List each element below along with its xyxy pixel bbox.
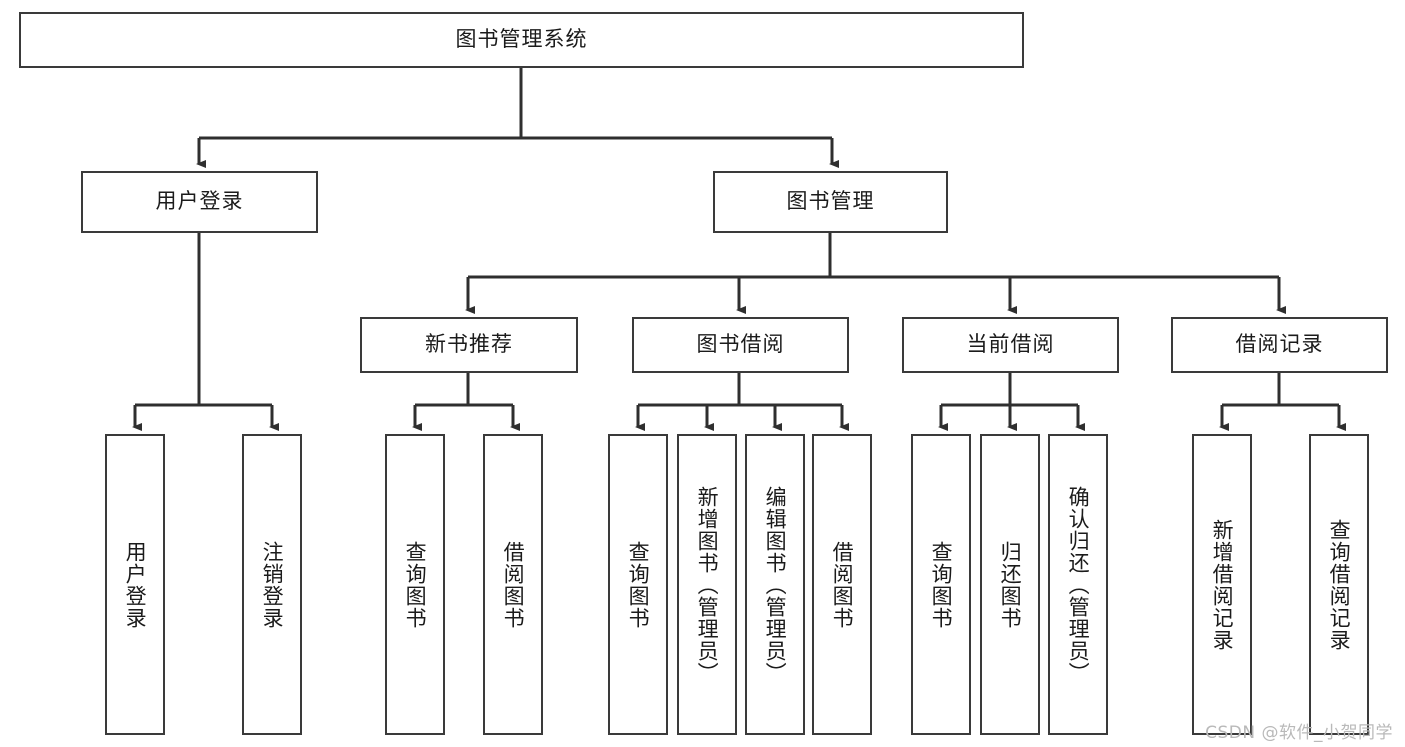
node-borrow-record[interactable]: 借阅记录: [1171, 317, 1388, 373]
node-new-book-recommend[interactable]: 新书推荐: [360, 317, 578, 373]
leaf-confirm-return[interactable]: 确认归还（管理员）: [1048, 434, 1108, 735]
leaf-user-login[interactable]: 用户登录: [105, 434, 165, 735]
node-root-label: 图书管理系统: [455, 27, 588, 52]
leaf-query-book-3[interactable]: 查询图书: [911, 434, 971, 735]
leaf-add-book[interactable]: 新增图书（管理员）: [677, 434, 737, 735]
node-book-borrow-label: 图书借阅: [696, 332, 785, 357]
leaf-borrow-book-1[interactable]: 借阅图书: [483, 434, 543, 735]
leaf-add-record-label: 新增借阅记录: [1210, 518, 1235, 651]
node-book-borrow[interactable]: 图书借阅: [632, 317, 849, 373]
node-new-book-recommend-label: 新书推荐: [425, 332, 513, 357]
watermark: CSDN @软件_小贺同学: [1205, 723, 1393, 743]
node-book-manage-label: 图书管理: [786, 189, 875, 214]
leaf-edit-book[interactable]: 编辑图书（管理员）: [745, 434, 805, 735]
leaf-return-book[interactable]: 归还图书: [980, 434, 1040, 735]
node-root[interactable]: 图书管理系统: [19, 12, 1024, 68]
leaf-query-book-1[interactable]: 查询图书: [385, 434, 445, 735]
leaf-logout-login-label: 注销登录: [260, 540, 285, 629]
leaf-confirm-return-label: 确认归还（管理员）: [1066, 485, 1091, 684]
node-current-borrow-label: 当前借阅: [966, 332, 1055, 357]
leaf-query-record-label: 查询借阅记录: [1327, 518, 1352, 651]
leaf-query-book-2-label: 查询图书: [626, 540, 651, 629]
leaf-logout-login[interactable]: 注销登录: [242, 434, 302, 735]
leaf-borrow-book-1-label: 借阅图书: [501, 540, 526, 629]
leaf-add-record[interactable]: 新增借阅记录: [1192, 434, 1252, 735]
leaf-borrow-book-2-label: 借阅图书: [830, 540, 855, 629]
node-user-login[interactable]: 用户登录: [81, 171, 318, 233]
node-user-login-label: 用户登录: [155, 189, 244, 214]
leaf-add-book-label: 新增图书（管理员）: [695, 485, 720, 684]
node-borrow-record-label: 借阅记录: [1235, 332, 1324, 357]
leaf-edit-book-label: 编辑图书（管理员）: [763, 485, 788, 684]
node-current-borrow[interactable]: 当前借阅: [902, 317, 1119, 373]
leaf-query-book-2[interactable]: 查询图书: [608, 434, 668, 735]
leaf-query-book-1-label: 查询图书: [403, 540, 428, 629]
leaf-query-book-3-label: 查询图书: [929, 540, 954, 629]
leaf-user-login-label: 用户登录: [123, 540, 148, 629]
leaf-return-book-label: 归还图书: [998, 540, 1023, 629]
node-book-manage[interactable]: 图书管理: [713, 171, 948, 233]
leaf-borrow-book-2[interactable]: 借阅图书: [812, 434, 872, 735]
leaf-query-record[interactable]: 查询借阅记录: [1309, 434, 1369, 735]
